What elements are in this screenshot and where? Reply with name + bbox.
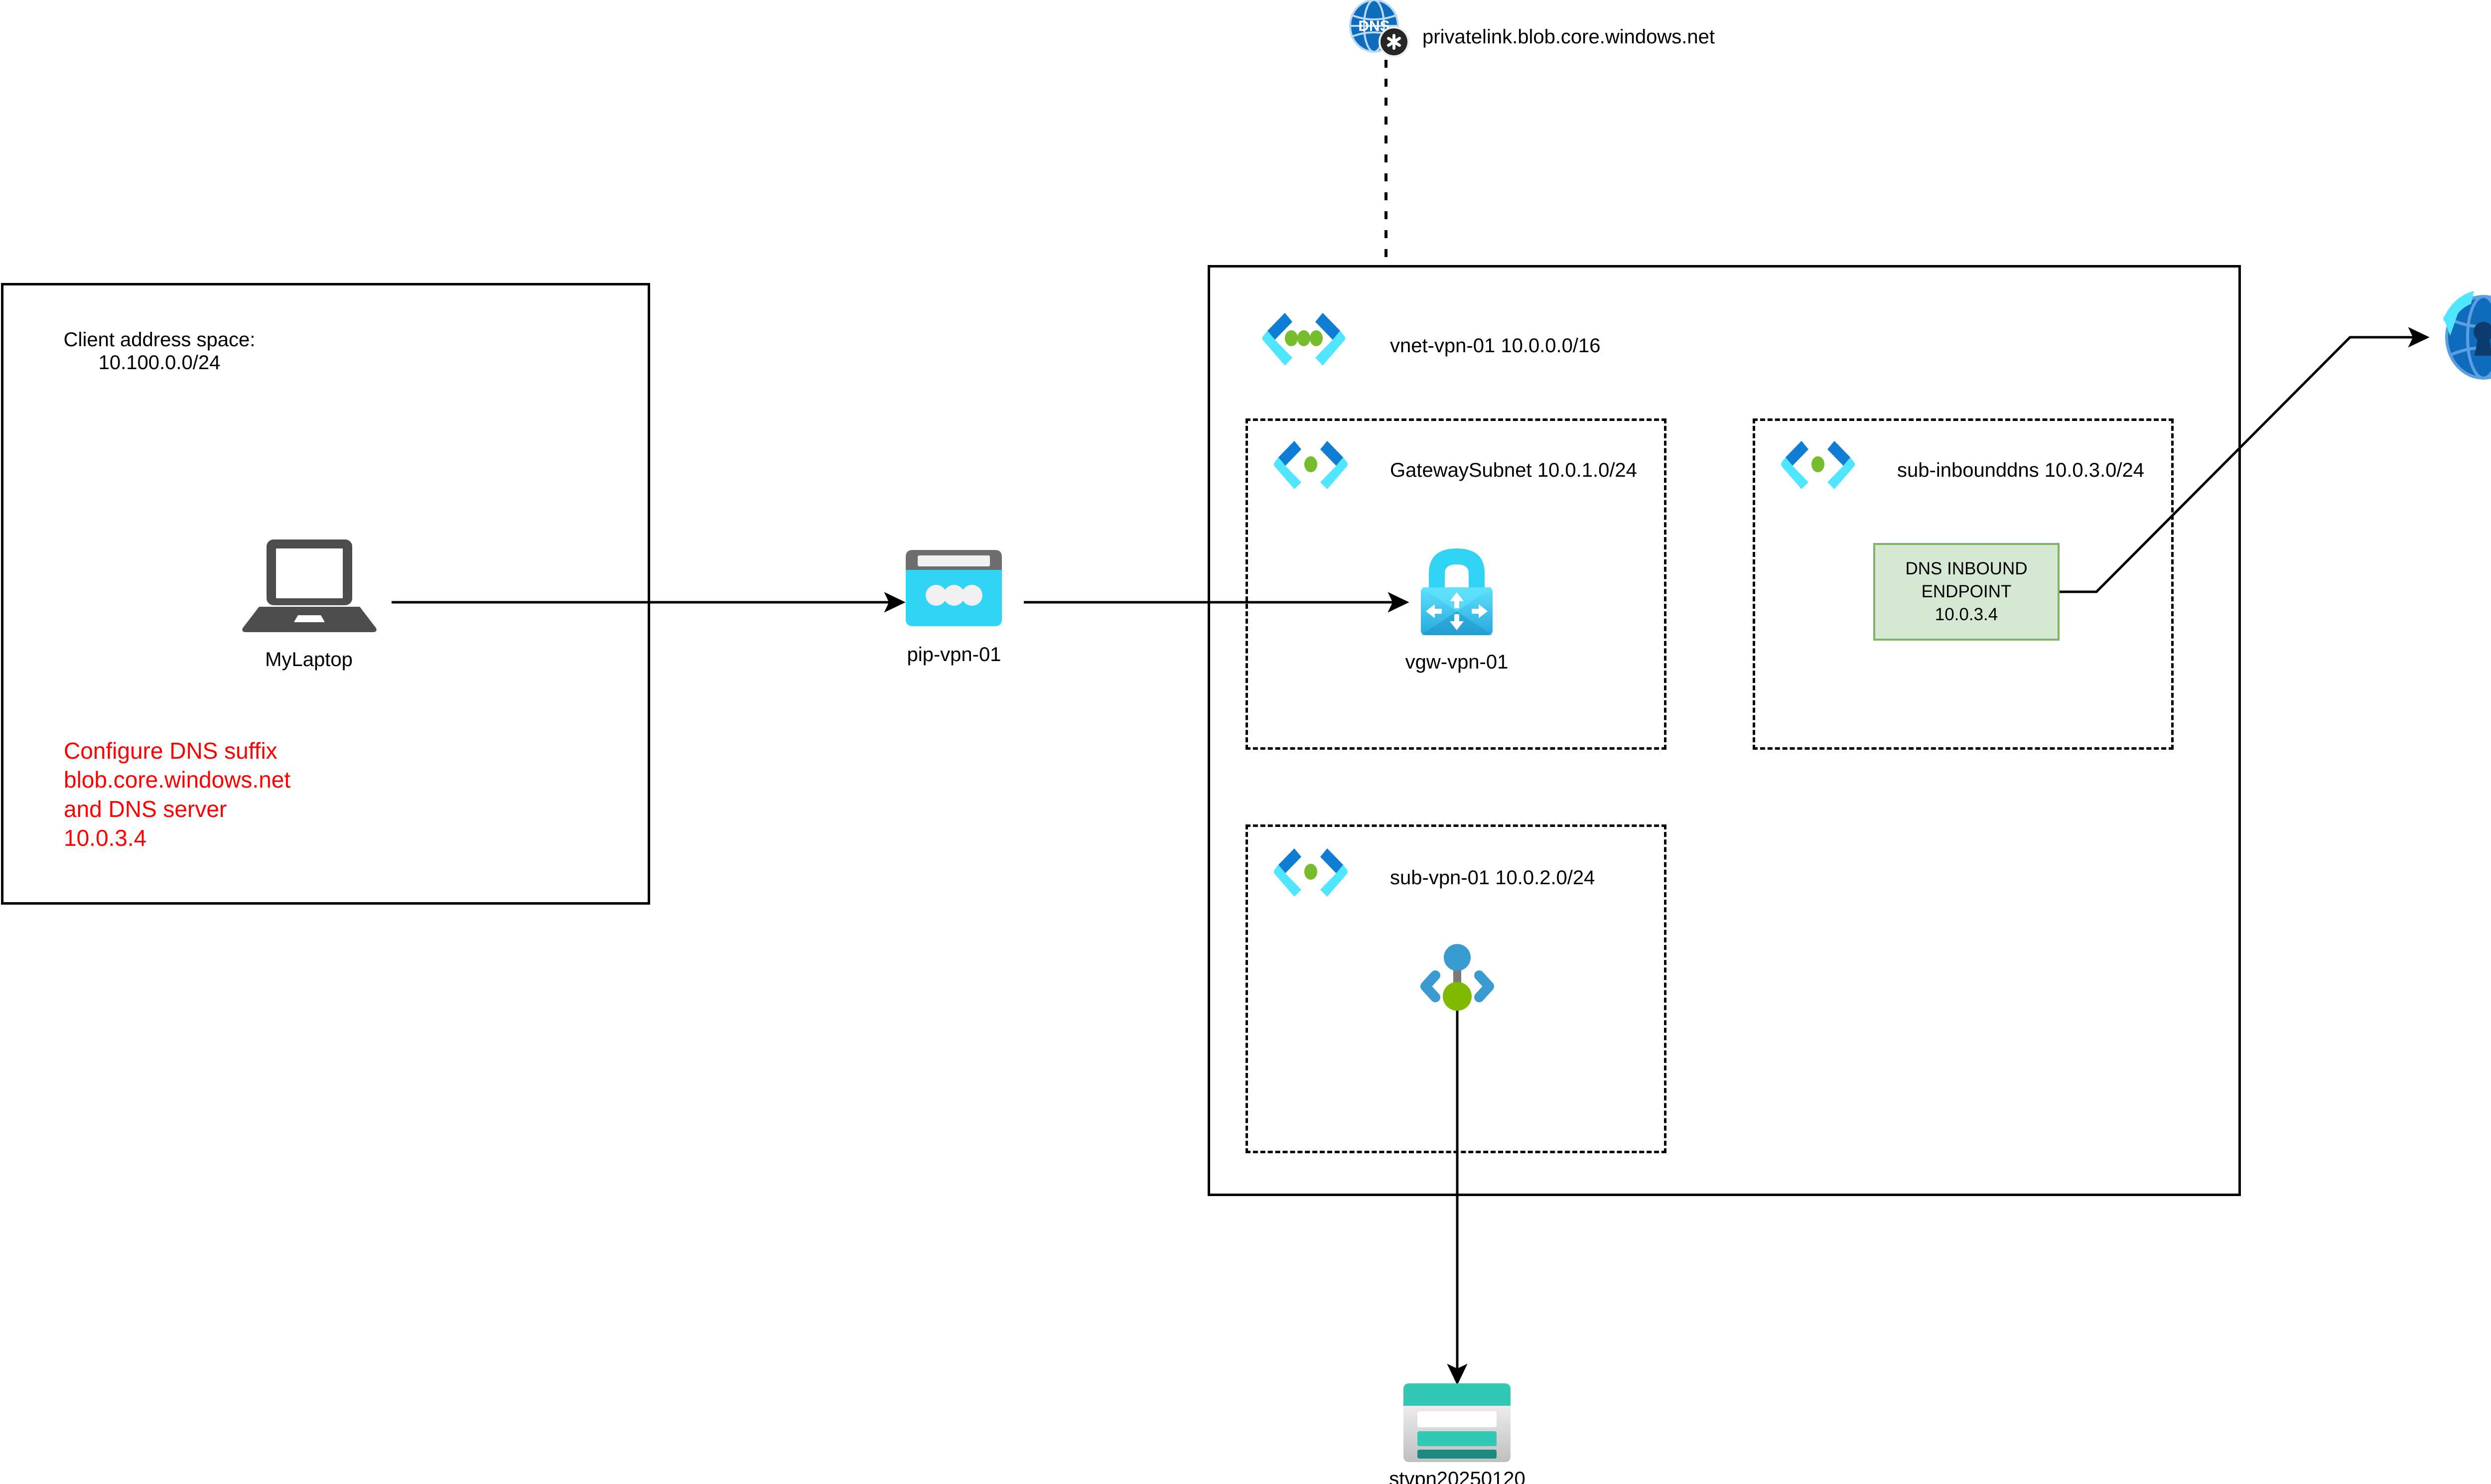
private-endpoint-icon: [1420, 944, 1494, 1011]
dns-private-zone-label: privatelink.blob.core.windows.net: [1422, 26, 1715, 48]
storage-account-icon: [1403, 1383, 1511, 1462]
dns-inbound-endpoint-line3: 10.0.3.4: [1935, 605, 1998, 625]
storage-account-label: stvpn20250120: [1389, 1468, 1525, 1484]
dns-private-zone-node[interactable]: DNS: [1335, 0, 1440, 65]
subnet-icon: [1781, 441, 1855, 489]
vpn-gateway-icon: [1421, 548, 1493, 635]
subnet-inbounddns-label: sub-inbounddns 10.0.3.0/24: [1897, 459, 2144, 481]
laptop-label: MyLaptop: [265, 649, 353, 671]
public-ip-node[interactable]: [903, 548, 1005, 630]
subnet-gatewaysubnet-label: GatewaySubnet 10.0.1.0/24: [1390, 459, 1637, 481]
subnet-inbounddns-icon-wrap: [1781, 439, 1855, 489]
subnet-icon: [1274, 441, 1348, 489]
public-ip-label: pip-vpn-01: [907, 644, 1001, 666]
client-address-space-title: Client address space:: [63, 329, 256, 351]
client-network-container: [1, 283, 650, 905]
subnet-inbounddns: [1753, 418, 2174, 750]
vpn-gateway-node[interactable]: [1407, 540, 1507, 640]
vpn-gateway-label: vgw-vpn-01: [1405, 651, 1509, 673]
vnet-label: vnet-vpn-01 10.0.0.0/16: [1390, 335, 1601, 357]
subnet-gatewaysubnet: [1246, 418, 1666, 750]
client-dns-config-note: Configure DNS suffix blob.core.windows.n…: [64, 738, 291, 851]
vnet-container: [1208, 265, 2241, 1196]
subnet-gatewaysubnet-icon-wrap: [1273, 439, 1348, 489]
private-endpoint-node[interactable]: [1397, 937, 1517, 1036]
subnet-sub-vpn-01-label: sub-vpn-01 10.0.2.0/24: [1390, 867, 1595, 889]
laptop-node[interactable]: [224, 536, 394, 635]
subnet-sub-vpn-01-icon-wrap: [1273, 847, 1348, 897]
dns-inbound-endpoint-box[interactable]: DNS INBOUND ENDPOINT 10.0.3.4: [1873, 543, 2060, 641]
dns-private-zone-icon: DNS: [1349, 0, 1409, 57]
public-ip-icon: [906, 550, 1002, 626]
vnet-icon-wrap: [1261, 311, 1346, 366]
dns-inbound-endpoint-line2: ENDPOINT: [1921, 581, 2012, 601]
dns-private-resolver-node[interactable]: [2430, 284, 2491, 391]
laptop-icon: [242, 540, 377, 632]
dns-private-resolver-icon: [2443, 291, 2491, 380]
storage-account-node[interactable]: [1401, 1382, 1513, 1465]
dns-inbound-endpoint-line1: DNS INBOUND: [1905, 558, 2028, 578]
subnet-sub-vpn-01: [1246, 824, 1666, 1153]
vnet-icon: [1262, 313, 1346, 366]
client-address-space-value: 10.100.0.0/24: [98, 352, 221, 374]
subnet-icon: [1274, 848, 1348, 897]
